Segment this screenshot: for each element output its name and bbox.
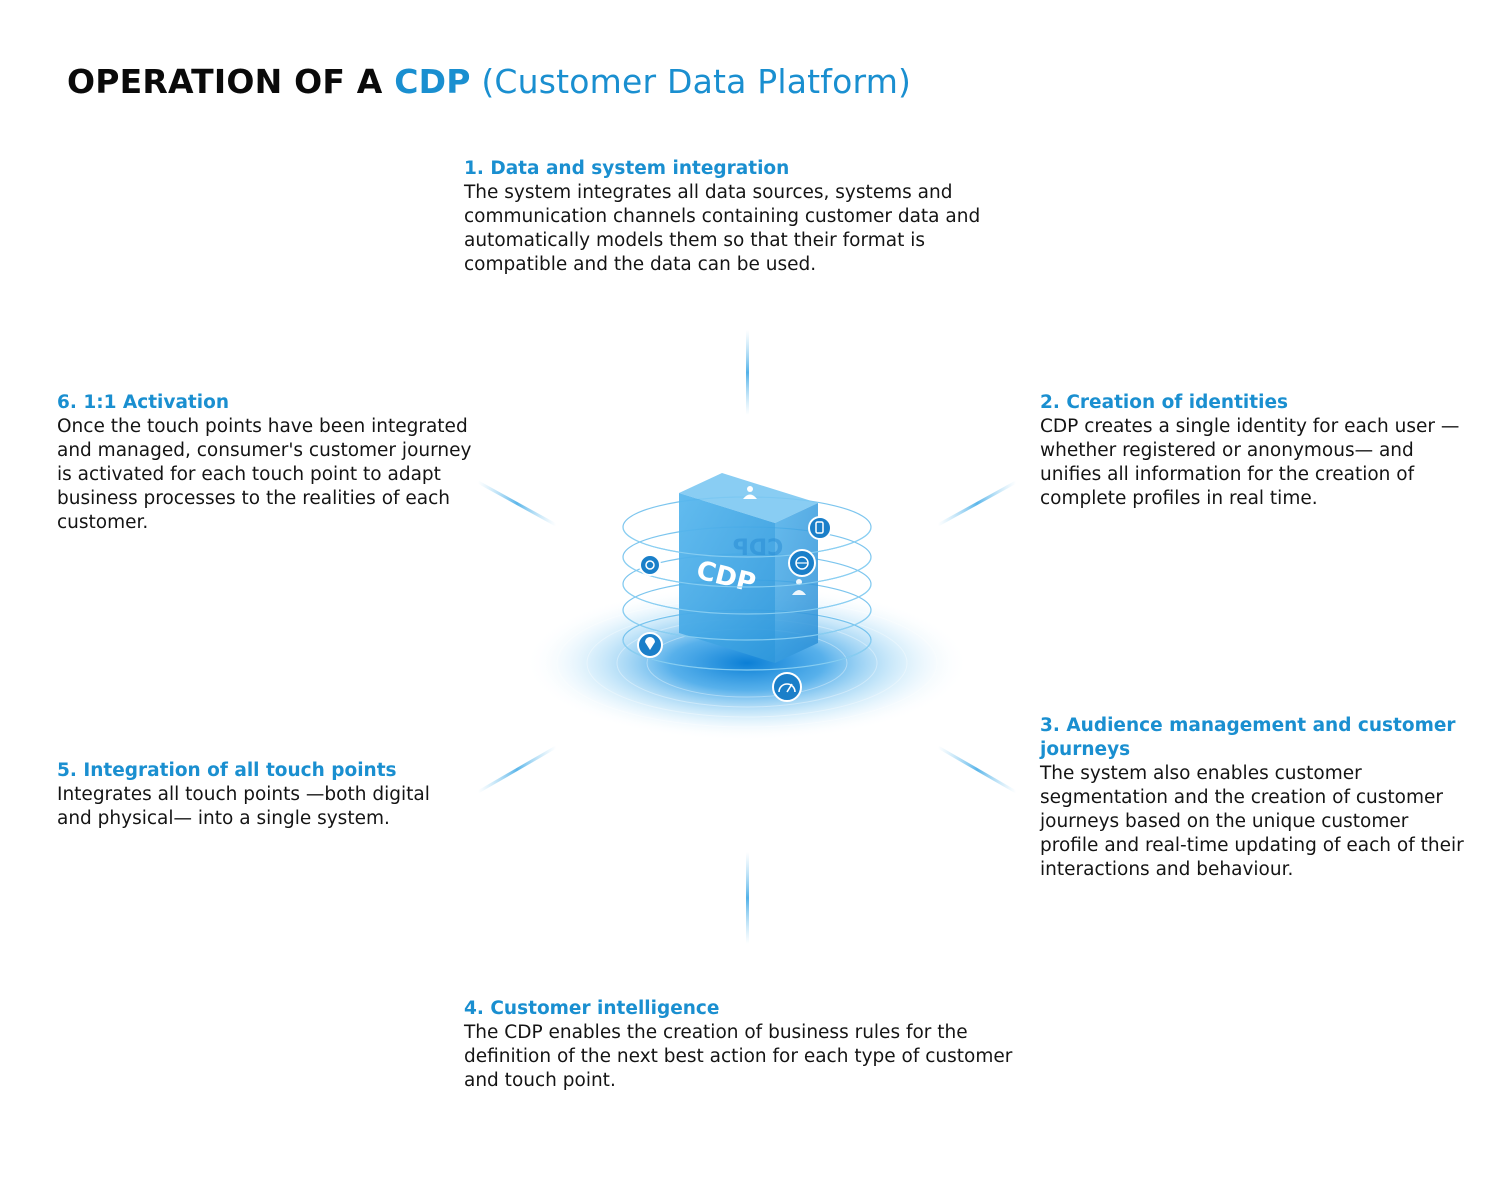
ray-top [746,330,749,415]
step-1-heading: 1. Data and system integration [464,158,790,179]
step-5-heading: 5. Integration of all touch points [57,760,397,781]
step-1-body: The system integrates all data sources, … [464,182,981,275]
step-6-heading: 6. 1:1 Activation [57,392,230,413]
title-acronym: CDP [394,62,471,101]
title-expansion: (Customer Data Platform) [470,62,912,101]
step-3-heading: 3. Audience management and customer jour… [1040,715,1456,760]
step-4-heading: 4. Customer intelligence [464,998,720,1019]
step-4: 4. Customer intelligence The CDP enables… [464,997,1024,1093]
step-2-heading: 2. Creation of identities [1040,392,1289,413]
step-5-body: Integrates all touch points —both digita… [57,784,430,829]
title-prefix: OPERATION OF A [67,62,395,101]
ray-top-right [937,480,1017,527]
step-6: 6. 1:1 Activation Once the touch points … [57,391,477,535]
user-side-icon [792,579,806,595]
touchpoint-globe-icon [788,549,816,577]
ray-bottom-left [477,745,557,794]
step-1: 1. Data and system integration The syste… [464,157,1024,277]
cdp-cube: CDP CDP [679,473,818,663]
step-2-body: CDP creates a single identity for each u… [1040,416,1460,509]
ray-bottom-right [937,745,1017,794]
ray-top-left [477,480,557,527]
touchpoint-email-icon [639,554,661,576]
touchpoint-mobile-icon [808,516,832,540]
step-5: 5. Integration of all touch points Integ… [57,759,457,831]
step-6-body: Once the touch points have been integrat… [57,416,472,533]
step-3: 3. Audience management and customer jour… [1040,714,1470,882]
step-3-body: The system also enables customer segment… [1040,763,1464,880]
step-4-body: The CDP enables the creation of business… [464,1022,1013,1091]
touchpoint-gauge-icon [772,672,802,702]
touchpoint-location-icon [637,632,663,658]
ray-bottom [746,852,749,944]
step-2: 2. Creation of identities CDP creates a … [1040,391,1470,511]
page-title: OPERATION OF A CDP (Customer Data Platfo… [67,62,911,101]
user-icon [743,486,757,499]
